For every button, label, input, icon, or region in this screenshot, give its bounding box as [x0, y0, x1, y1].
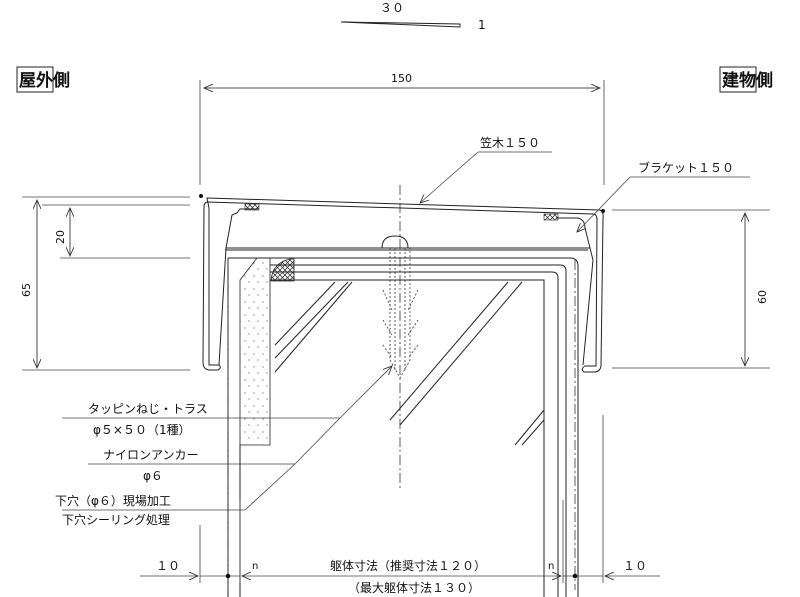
building-label-box [719, 66, 757, 93]
slope-run: ３０ [380, 1, 404, 15]
bottom-right-clearance: １０ [623, 559, 647, 573]
bracket-callout: ブラケット１５０ [577, 160, 750, 232]
screw-callout: タッピンねじ・トラス φ５×５０（1種） [62, 366, 392, 437]
coping-profile [199, 194, 605, 373]
bottom-right-n: n [548, 561, 554, 572]
outdoor-side-label: 屋外側 [19, 70, 70, 91]
slope-rise: 1 [478, 18, 486, 32]
slope-symbol [340, 21, 461, 28]
coping-label: 笠木１５０ [480, 135, 540, 150]
building-side-label: 建物側 [722, 70, 773, 91]
bracket-label: ブラケット１５０ [638, 160, 734, 175]
bottom-dimensions: １０ n 躯体寸法（推奨寸法１２０） n １０ （最大躯体寸法１３０） [140, 415, 660, 595]
anchor-screw [382, 248, 419, 379]
coping-callout: 笠木１５０ [420, 135, 552, 203]
right-height-dimension: 60 [612, 209, 770, 369]
anchor-callout: ナイロンアンカー φ６ [88, 417, 341, 483]
screw-spec-label: φ５×５０（1種） [93, 423, 191, 437]
bottom-left-n: n [252, 561, 258, 572]
body-size-label: 躯体寸法（推奨寸法１２０） [330, 558, 486, 573]
overall-width-dimension: 150 [199, 72, 605, 185]
right-height-value: 60 [756, 290, 769, 304]
max-body-size-label: （最大躯体寸法１３０） [348, 580, 480, 595]
left-height-dimensions: 65 20 [20, 196, 190, 371]
pilot-hole-label: 下穴（φ６）現場加工 [55, 493, 171, 508]
slope-indicator: ３０ 1 [340, 1, 486, 32]
bottom-left-clearance: １０ [156, 559, 180, 573]
left-offset-value: 20 [54, 230, 67, 244]
wall-body [227, 185, 579, 597]
screw-name-label: タッピンねじ・トラス [88, 402, 208, 416]
overall-width-value: 150 [391, 72, 412, 85]
pilot-hole-callout: 下穴（φ６）現場加工 下穴シーリング処理 [55, 463, 296, 527]
anchor-name-label: ナイロンアンカー [103, 448, 199, 462]
anchor-spec-label: φ６ [143, 469, 163, 483]
sealing-label: 下穴シーリング処理 [62, 512, 170, 527]
left-height-value: 65 [20, 283, 33, 297]
outdoor-label-box [16, 66, 54, 93]
